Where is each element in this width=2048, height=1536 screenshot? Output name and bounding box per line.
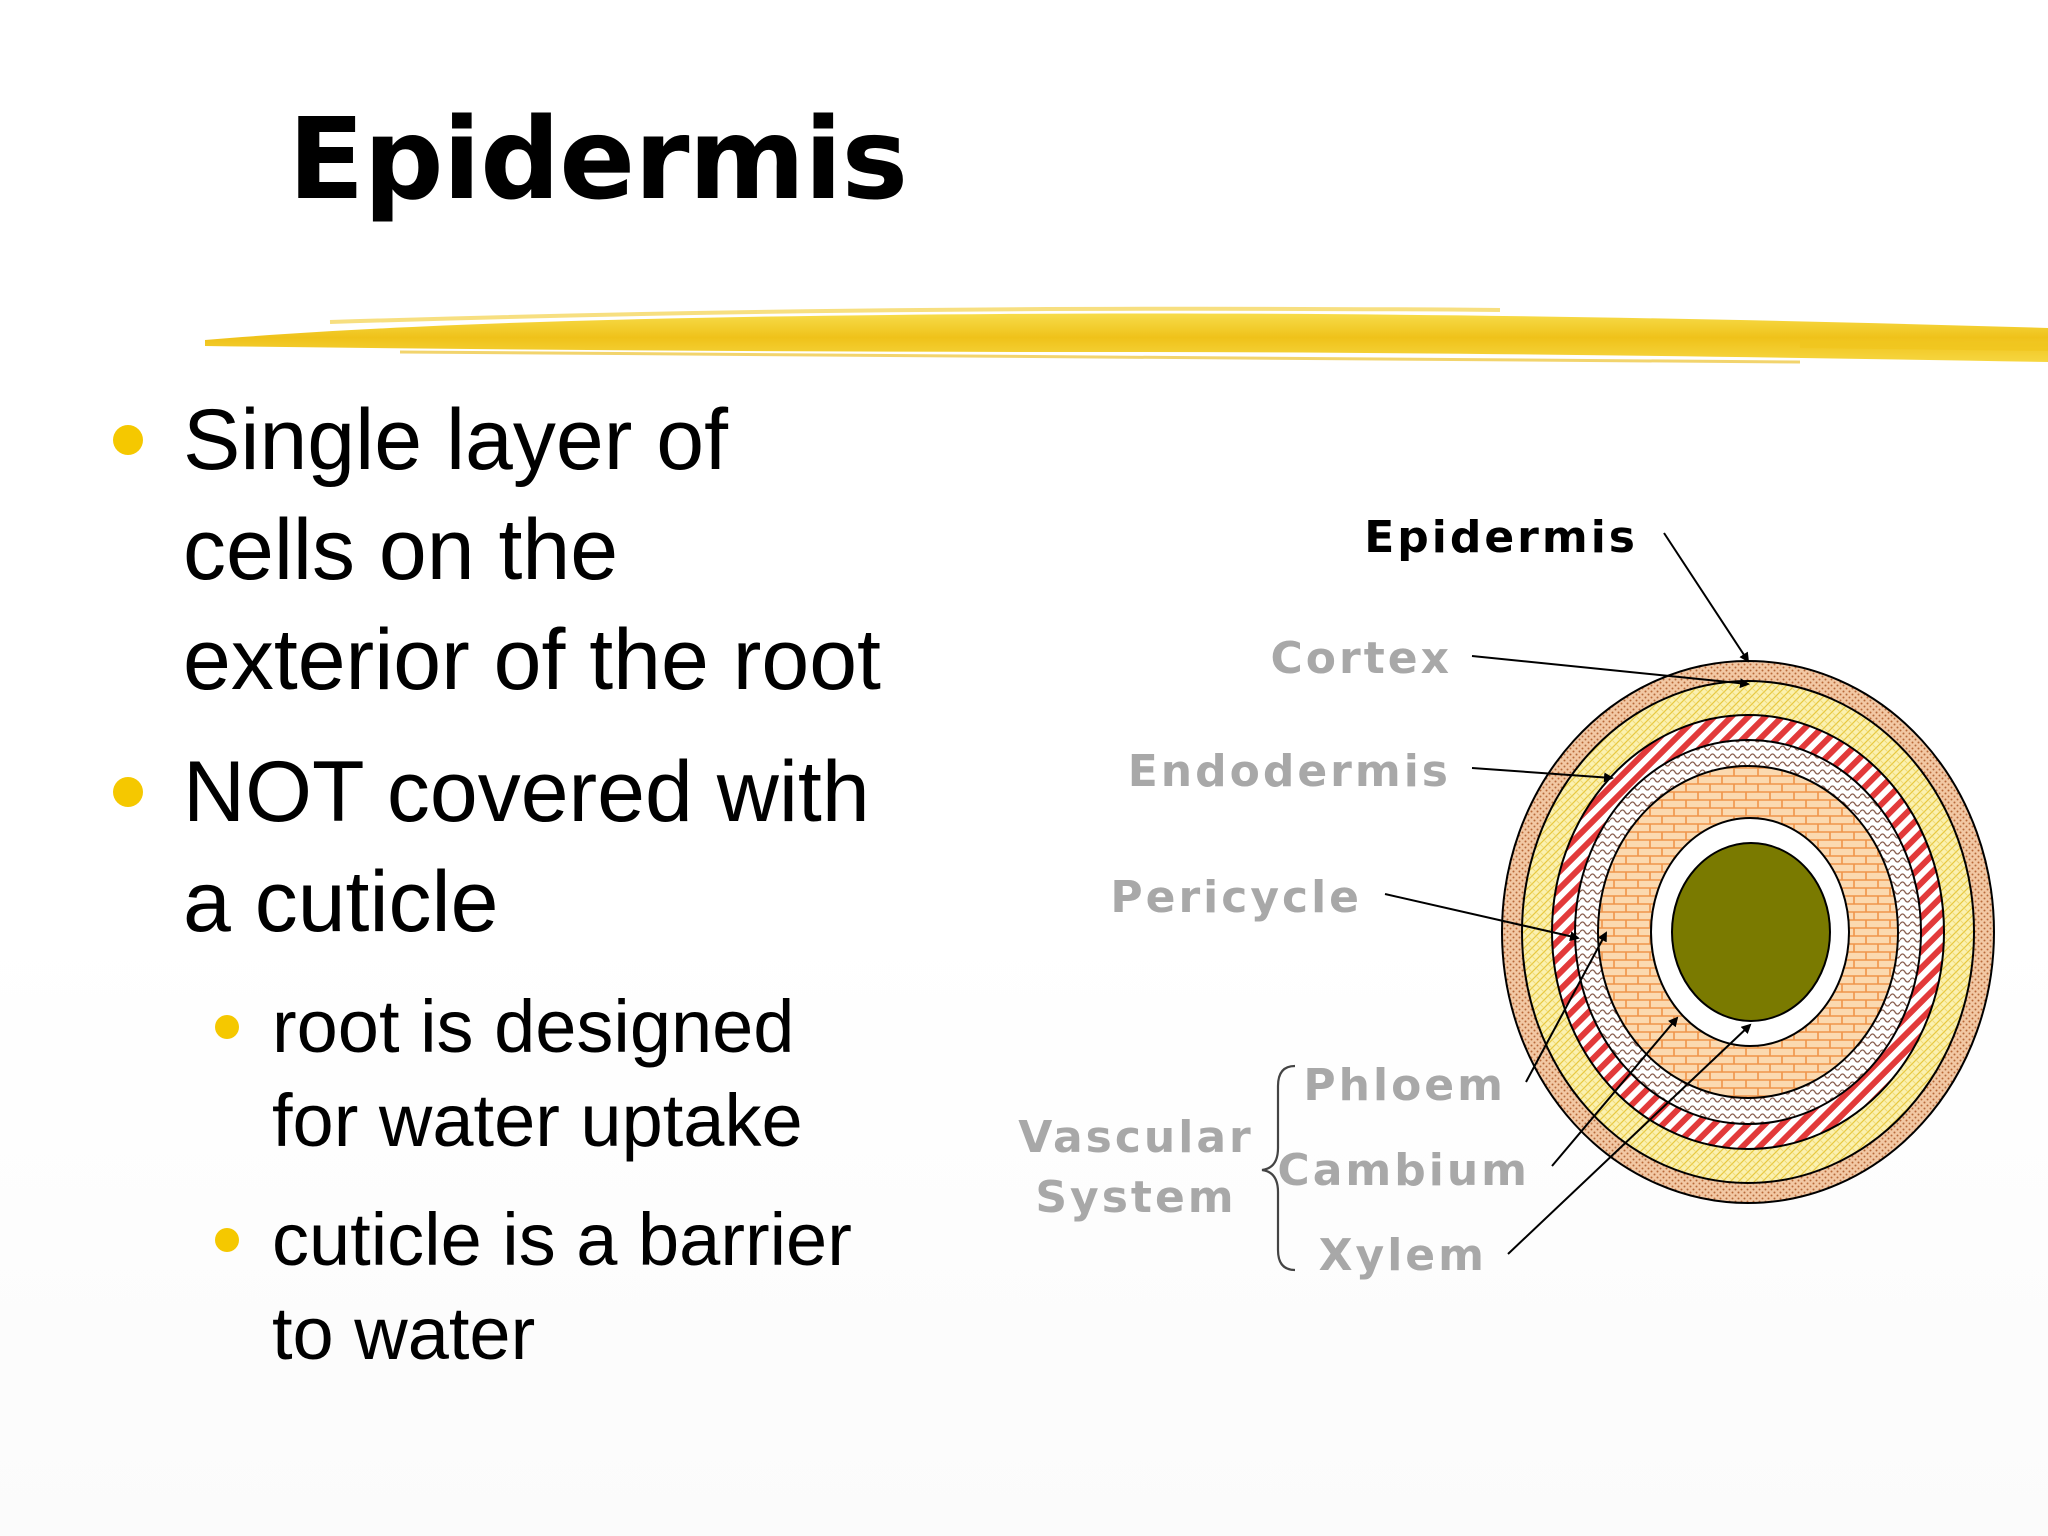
- bullet-item: NOT covered with a cuticle: [113, 737, 963, 957]
- bullet-dot-icon: [113, 777, 143, 807]
- bullet-dot-icon: [215, 1015, 239, 1039]
- bullet-list: Single layer of cells on the exterior of…: [0, 0, 1000, 1536]
- pericycle-arrow: [1384, 893, 1580, 942]
- endodermis-arrow: [1471, 767, 1614, 783]
- slide-title: Epidermis: [288, 95, 908, 225]
- label-vascular-system-line2: System: [1035, 1172, 1236, 1223]
- vascular-system-brace: [1261, 1064, 1296, 1272]
- bullet-dot-icon: [215, 1228, 239, 1252]
- bullet-line: for water uptake: [272, 1079, 803, 1162]
- bullet-line: NOT covered with: [183, 744, 870, 840]
- cambium-arrow: [1551, 1016, 1679, 1167]
- label-xylem: Xylem: [1319, 1230, 1487, 1281]
- bullet-line: exterior of the root: [183, 612, 881, 708]
- bullet-line: root is designed: [272, 985, 795, 1068]
- bullet-line: cuticle is a barrier: [272, 1198, 852, 1281]
- bullet-line: Single layer of: [183, 392, 728, 488]
- bullet-item: Single layer of cells on the exterior of…: [113, 385, 963, 715]
- bullet-dot-icon: [113, 425, 143, 455]
- label-vascular-system-line1: Vascular: [1018, 1112, 1253, 1163]
- sub-bullet-item: root is designed for water uptake: [215, 980, 972, 1168]
- label-endodermis: Endodermis: [1128, 746, 1451, 797]
- label-pericycle: Pericycle: [1110, 872, 1362, 923]
- epidermis-arrow: [1663, 532, 1750, 663]
- cortex-arrow: [1471, 655, 1750, 689]
- xylem-core: [1671, 842, 1831, 1022]
- xylem-arrow: [1507, 1023, 1752, 1255]
- label-cortex: Cortex: [1271, 633, 1452, 684]
- bullet-line: a cuticle: [183, 854, 499, 950]
- sub-bullet-item: cuticle is a barrier to water: [215, 1193, 972, 1381]
- bullet-line: cells on the: [183, 502, 619, 598]
- phloem-arrow: [1525, 931, 1607, 1083]
- label-epidermis: Epidermis: [1364, 512, 1638, 563]
- leader-arrows: [1384, 532, 1752, 1255]
- label-phloem: Phloem: [1303, 1060, 1506, 1111]
- label-cambium: Cambium: [1277, 1145, 1530, 1196]
- root-layers: [1501, 660, 1995, 1204]
- bullet-line: to water: [272, 1292, 536, 1375]
